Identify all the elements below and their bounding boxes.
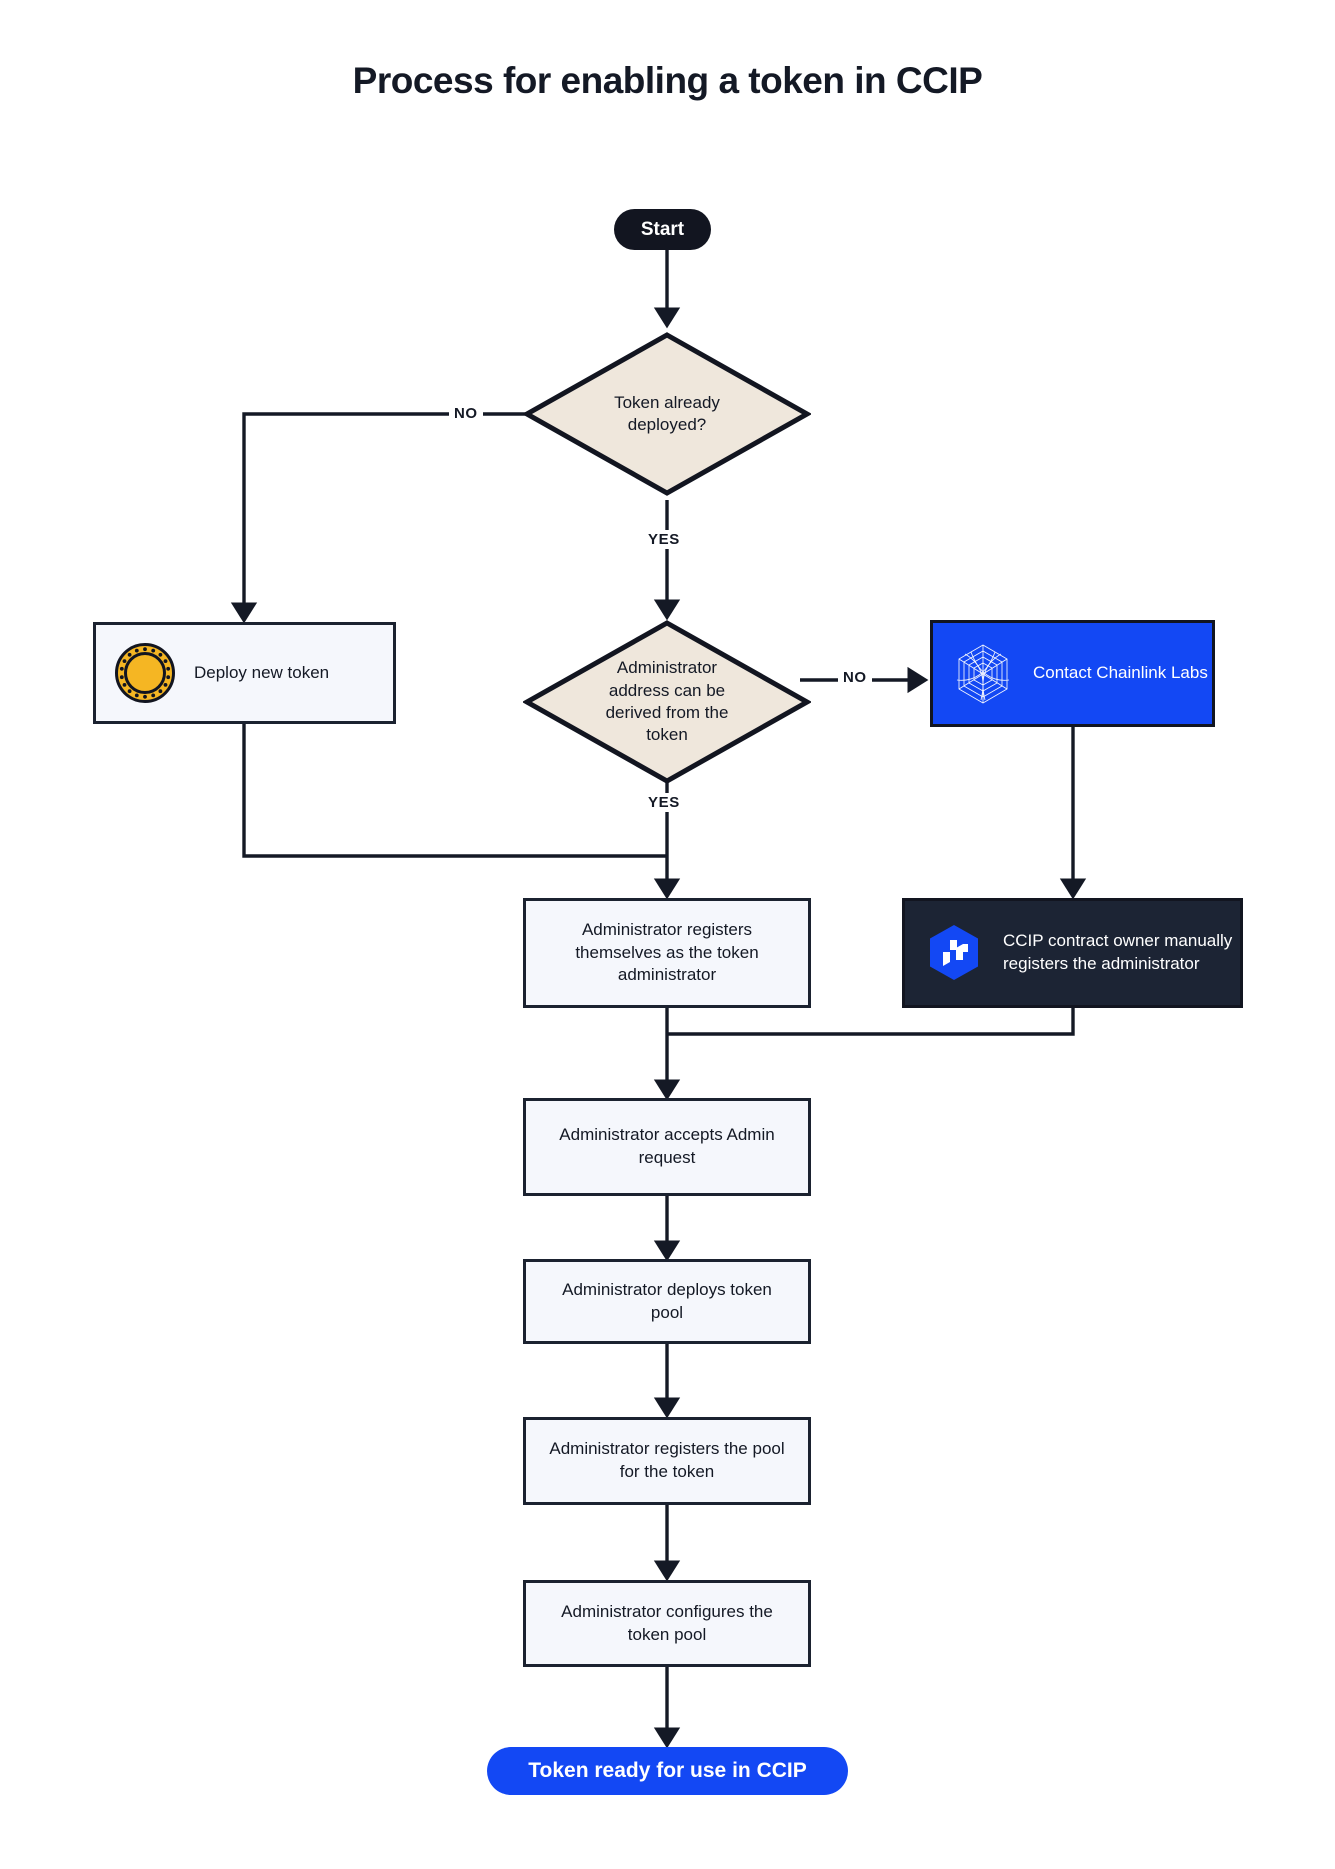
node-start[interactable]: Start [614, 209, 711, 250]
node-admin-registers-self-label: Administrator registers themselves as th… [575, 919, 759, 985]
decision-diamond-shape [523, 332, 811, 496]
node-ccip-owner-registers[interactable]: CCIP contract owner manually registers t… [902, 898, 1243, 1008]
decision-diamond-shape [523, 620, 811, 784]
node-ccip-owner-registers-label: CCIP contract owner manually registers t… [1003, 931, 1233, 973]
node-token-ready-label: Token ready for use in CCIP [528, 1759, 807, 1782]
edge-label-deployed-yes: YES [643, 530, 685, 549]
edge-label-derived-yes: YES [643, 793, 685, 812]
node-contact-chainlink-label: Contact Chainlink Labs [1033, 663, 1208, 683]
page-title: Process for enabling a token in CCIP [352, 60, 983, 101]
ccip-logo-icon [930, 925, 978, 980]
node-start-label: Start [640, 218, 685, 240]
edge-label-deployed-no: NO [449, 404, 483, 423]
node-decision-token-deployed[interactable]: Token already deployed? [523, 331, 811, 497]
edge-label-derived-no: NO [838, 668, 872, 687]
node-admin-accepts[interactable]: Administrator accepts Admin request [523, 1098, 811, 1196]
node-token-ready[interactable]: Token ready for use in CCIP [487, 1747, 848, 1795]
node-admin-configures-pool[interactable]: Administrator configures the token pool [523, 1580, 811, 1667]
node-contact-chainlink[interactable]: Contact Chainlink Labs [930, 620, 1215, 727]
node-admin-configures-pool-label: Administrator configures the token pool [561, 1601, 773, 1644]
gold-coin-icon [115, 643, 175, 703]
node-decision-admin-derived[interactable]: Administrator address can be derived fro… [523, 619, 811, 785]
node-deploy-new-token-label: Deploy new token [194, 662, 330, 682]
node-admin-registers-self[interactable]: Administrator registers themselves as th… [523, 898, 811, 1008]
node-decision-admin-derived-label: Administrator address can be derived fro… [605, 658, 729, 745]
node-admin-registers-pool[interactable]: Administrator registers the pool for the… [523, 1417, 811, 1505]
chainlink-logo-icon [956, 644, 1010, 703]
node-admin-registers-pool-label: Administrator registers the pool for the… [549, 1439, 785, 1481]
node-admin-deploys-pool-label: Administrator deploys token pool [562, 1279, 772, 1322]
node-decision-token-deployed-label: Token already deployed? [614, 392, 720, 434]
node-deploy-new-token[interactable]: Deploy new token [93, 622, 396, 724]
node-admin-accepts-label: Administrator accepts Admin request [559, 1125, 775, 1167]
node-admin-deploys-pool[interactable]: Administrator deploys token pool [523, 1259, 811, 1344]
